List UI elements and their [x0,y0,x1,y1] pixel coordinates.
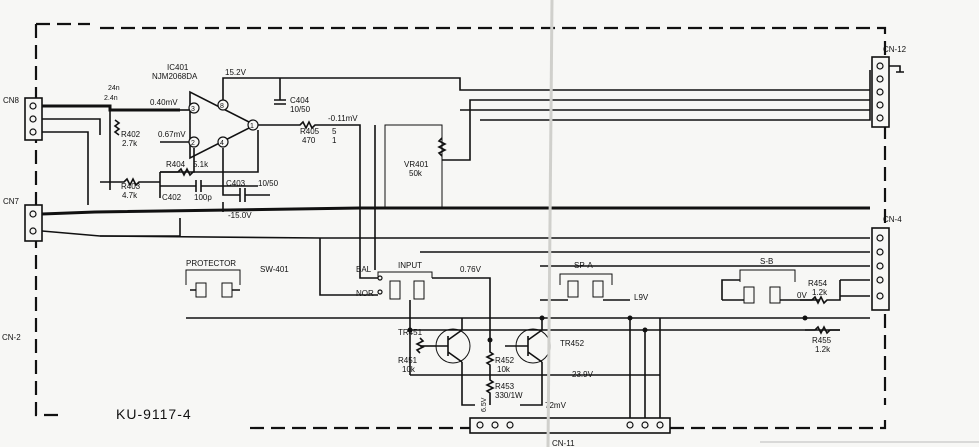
cn2-label: CN-2 [2,333,21,342]
connector-cn8: CN8 [3,96,43,141]
protector-label: PROTECTOR [186,259,236,268]
capacitor-c404: C404 10/50 [274,96,311,114]
voltage-neg011mv: -0.11mV [328,114,358,123]
cn7-label: CN7 [3,197,20,206]
spb-switch: S-B [721,257,820,304]
input-switch: BAL NOR INPUT [345,258,433,300]
r451-value: 10k [402,365,416,374]
r453-value: 330/1W [495,391,523,400]
protector-switch: PROTECTOR [185,259,241,298]
ic-pin-4: 4 [220,140,224,147]
resistor-r402: R402 2.7k [113,119,141,148]
r454-label: R454 [808,279,828,288]
r454-value: 1.2k [812,288,828,297]
r404-label: R404 [166,160,186,169]
cn11-label: CN-11 [552,439,575,447]
voltage-152v: 15.2V [225,68,247,77]
r455-label: R455 [812,336,832,345]
voltage-0v: 0V [797,291,807,300]
connector-cn11: CN-11 [469,417,671,447]
vr401-label: VR401 [404,160,429,169]
c404-label: C404 [290,96,310,105]
transistor-tr452: TR452 [505,328,585,364]
resistor-r455: R455 1.2k [805,325,840,354]
voltage-neg150v: -15.0V [228,211,252,220]
cn4-label: CN-4 [883,215,902,224]
c402-value: 100p [194,193,212,202]
ic-pin-8: 8 [220,103,224,110]
board-id: KU-9117-4 [116,406,192,422]
voltage-65v: 6.5V [481,397,488,412]
potentiometer-vr401: VR401 50k [384,99,870,209]
voltage-067mv: 0.67mV [158,130,186,139]
r404-value: 5.1k [193,160,209,169]
r402-value: 2.7k [122,139,138,148]
ic-pin-3: 3 [191,106,195,113]
r405-value: 470 [302,136,316,145]
c404-value: 10/50 [290,105,311,114]
voltage-040mv: 0.40mV [150,98,178,107]
c403-label: C403 [226,179,246,188]
r403-label: R403 [121,182,141,191]
r452-label: R452 [495,356,515,365]
r405-pin5: 5 [332,127,337,136]
c402-label: C402 [162,193,182,202]
resistor-r403: R403 4.7k [100,177,160,200]
ic-ref: IC401 [167,63,189,72]
edge-text-bottom: 2.4n [104,95,118,102]
spa-label: SP-A [574,261,593,270]
ic-pin-2: 2 [191,140,195,147]
tr451-label: TR451 [398,328,423,337]
r402-label: R402 [121,130,141,139]
vr401-value: 50k [409,169,423,178]
spa-switch: SP-A [540,261,630,301]
voltage-l9v: L9V [634,293,649,302]
bal-label: BAL [356,265,372,274]
connector-cn7: CN7 [3,197,43,242]
r405-label: R405 [300,127,320,136]
voltage-72mv: 72mV [545,401,567,410]
capacitor-c403: C403 10/50 [222,148,279,202]
ic-part: NJM2068DA [152,72,198,81]
input-label: INPUT [398,261,422,270]
ic-pin-1: 1 [250,123,254,130]
cn12-label: CN-12 [883,45,907,54]
r451-label: R451 [398,356,418,365]
voltage-239v: 23.9V [572,370,594,379]
nor-label: NOR [356,289,374,298]
connector-cn4: CN-4 [871,215,902,311]
r453-label: R453 [495,382,515,391]
resistor-r454: R454 1.2k [800,279,841,305]
r405-pin1: 1 [332,136,337,145]
spb-label: S-B [760,257,773,266]
tr452-label: TR452 [560,339,585,348]
r403-value: 4.7k [122,191,138,200]
connector-cn12: CN-12 [871,45,907,128]
c403-value: 10/50 [258,179,279,188]
r455-value: 1.2k [815,345,831,354]
sw401-label: SW-401 [260,265,289,274]
voltage-076v: 0.76V [460,265,482,274]
edge-text-top: 24n [108,85,120,92]
cn8-label: CN8 [3,96,20,105]
r452-value: 10k [497,365,511,374]
